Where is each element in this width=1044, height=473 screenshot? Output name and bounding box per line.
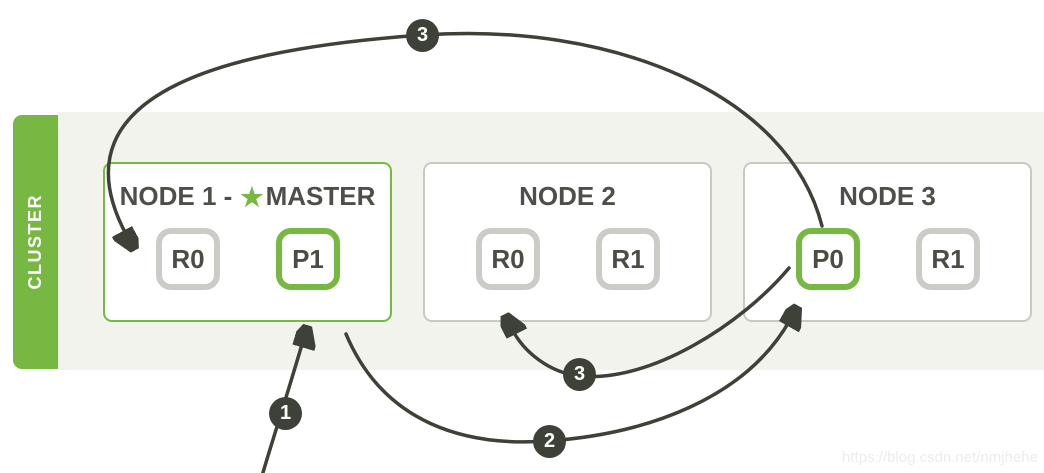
shard-label: R1 <box>931 243 965 274</box>
master-star-icon: ★ <box>240 182 264 212</box>
node-1-title-prefix: NODE 1 - <box>119 181 233 211</box>
node-1-title: NODE 1 -★MASTER <box>105 181 390 213</box>
watermark-text: https://blog.csdn.net/nmjhehe <box>842 449 1038 466</box>
cluster-label: CLUSTER <box>25 194 45 290</box>
step-badge-3-top: 3 <box>406 19 439 52</box>
node-3-box: NODE 3 P0 R1 <box>743 162 1032 322</box>
node-2-title: NODE 2 <box>519 181 616 211</box>
shard-node3-p0: P0 <box>796 228 860 290</box>
shard-node1-p1: P1 <box>276 228 340 290</box>
node-2-box: NODE 2 R0 R1 <box>423 162 712 322</box>
shard-node2-r1: R1 <box>596 228 660 290</box>
shard-label: P1 <box>292 243 324 274</box>
step-badge-2: 2 <box>533 425 566 458</box>
shard-label: R0 <box>171 243 205 274</box>
step-badge-1: 1 <box>269 397 302 430</box>
cluster-tab: CLUSTER <box>13 115 58 369</box>
step-badge-3-bottom: 3 <box>563 358 596 391</box>
shard-node3-r1: R1 <box>916 228 980 290</box>
shard-node2-r0: R0 <box>476 228 540 290</box>
node-1-master-label: MASTER <box>265 181 376 211</box>
shard-label: R0 <box>491 243 525 274</box>
node-3-title: NODE 3 <box>839 181 936 211</box>
shard-label: P0 <box>812 243 844 274</box>
shard-label: R1 <box>611 243 645 274</box>
shard-node1-r0: R0 <box>156 228 220 290</box>
node-1-box: NODE 1 -★MASTER R0 P1 <box>103 162 392 322</box>
